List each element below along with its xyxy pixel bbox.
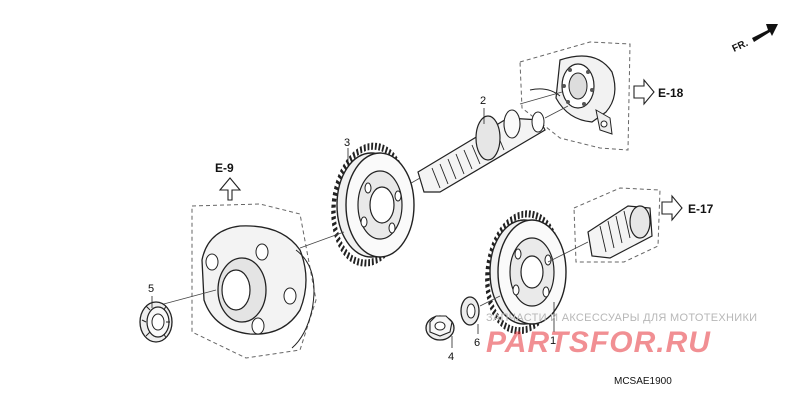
lock-nut-part: [139, 301, 173, 343]
diagram-code: MCSAE1900: [614, 376, 672, 387]
front-direction-label: FR.: [731, 38, 750, 55]
callout-4[interactable]: 4: [448, 351, 454, 363]
e9-reference-label[interactable]: E-9: [215, 161, 234, 175]
callout-6[interactable]: 6: [474, 337, 480, 349]
callout-2[interactable]: 2: [480, 95, 486, 107]
washer-part: [460, 295, 501, 326]
bearing-holder-group: E-18: [519, 41, 684, 151]
housing-group: E-9: [159, 161, 345, 359]
callout-1[interactable]: 1: [550, 335, 556, 347]
callout-3[interactable]: 3: [344, 137, 350, 149]
e17-reference-label[interactable]: E-17: [688, 202, 714, 216]
watermark-brand: PARTSFOR.RU: [486, 326, 711, 359]
watermark-caption: ЗАПЧАСТИ И АКСЕССУАРЫ ДЛЯ МОТОТЕХНИКИ: [486, 312, 757, 324]
e9-reference-arrow: [218, 177, 242, 201]
callout-leaders: [151, 108, 555, 348]
e18-reference-label[interactable]: E-18: [658, 86, 684, 100]
splined-shaft-group: E-17: [547, 187, 714, 263]
driven-gear-part: [331, 142, 415, 267]
front-direction-arrow: FR.: [731, 24, 778, 55]
e17-reference-arrow: [661, 194, 683, 222]
flange-nut-part: [425, 315, 455, 341]
countershaft-part: [377, 105, 569, 203]
primary-gear-part: [485, 210, 567, 335]
e18-reference-arrow: [633, 78, 655, 106]
callout-5[interactable]: 5: [148, 283, 154, 295]
watermark: ЗАПЧАСТИ И АКСЕССУАРЫ ДЛЯ МОТОТЕХНИКИ PA…: [486, 312, 757, 359]
